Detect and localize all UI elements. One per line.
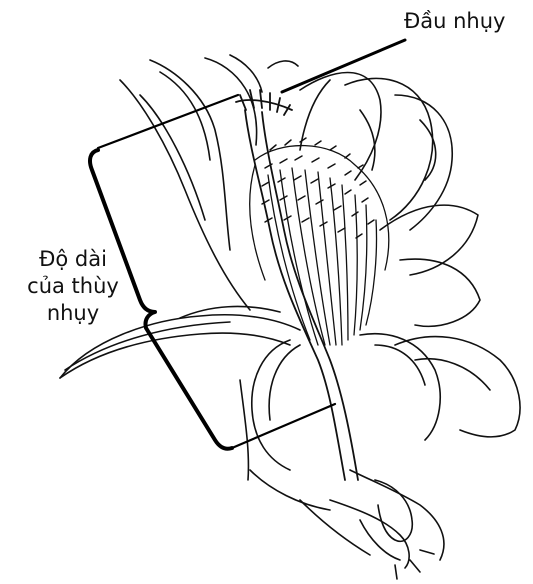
brace-bottom-line [232,404,335,448]
upper-petals [120,55,298,310]
style-length-label: Độ dài của thùy nhụy [8,246,138,327]
style-length-label-line2: của thùy [8,273,138,300]
style-length-label-line1: Độ dài [8,246,138,273]
stigma-pointer-line [282,40,405,92]
outer-petals [300,73,480,327]
style-length-label-line3: nhụy [8,300,138,327]
stigma-label: Đầu nhụy [404,8,505,35]
lower-sepals [240,334,520,579]
